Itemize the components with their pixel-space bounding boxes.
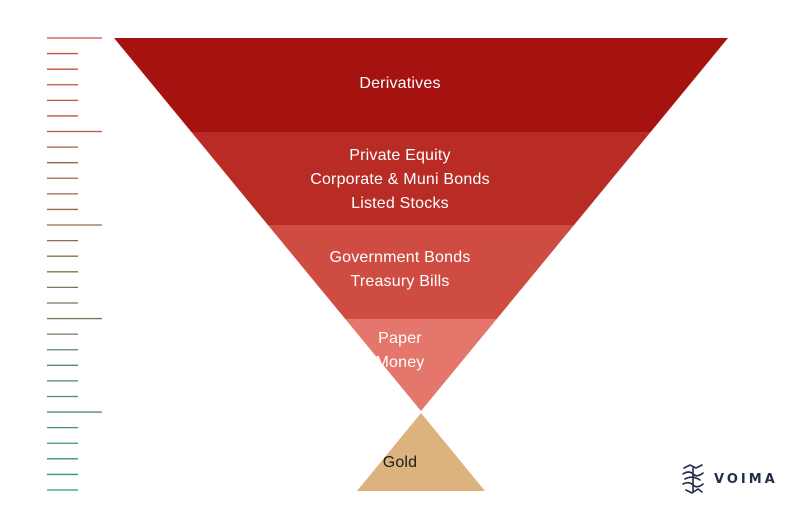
layer-1-line-1: Corporate & Muni Bonds	[310, 171, 490, 188]
layer-3-line-0: Paper	[378, 330, 422, 347]
brand-logo: VOIMA	[680, 462, 778, 496]
inverted-pyramid	[114, 38, 728, 411]
layer-band-1	[191, 132, 651, 225]
layer-0-line-0: Derivatives	[359, 75, 441, 92]
layer-1-line-2: Listed Stocks	[351, 195, 449, 212]
layer-1-line-0: Private Equity	[349, 147, 451, 164]
layer-3-line-1: Money	[375, 354, 425, 371]
layer-label-1: Private Equity Corporate & Muni Bonds Li…	[0, 144, 800, 216]
gold-base-triangle	[357, 413, 485, 491]
layer-2-line-1: Treasury Bills	[350, 273, 450, 290]
gold-label: Gold	[382, 454, 418, 471]
scale-ticks	[47, 37, 102, 491]
brand-name: VOIMA	[714, 471, 778, 487]
voima-logo-icon	[682, 464, 704, 494]
layer-band-2	[267, 225, 575, 319]
layer-2-line-0: Government Bonds	[329, 249, 471, 266]
layer-label-0: Derivatives	[0, 72, 800, 96]
layer-band-0	[114, 38, 728, 132]
layer-label-3: Paper Money	[0, 327, 800, 375]
layer-band-3	[345, 319, 497, 411]
layer-label-2: Government Bonds Treasury Bills	[0, 246, 800, 294]
